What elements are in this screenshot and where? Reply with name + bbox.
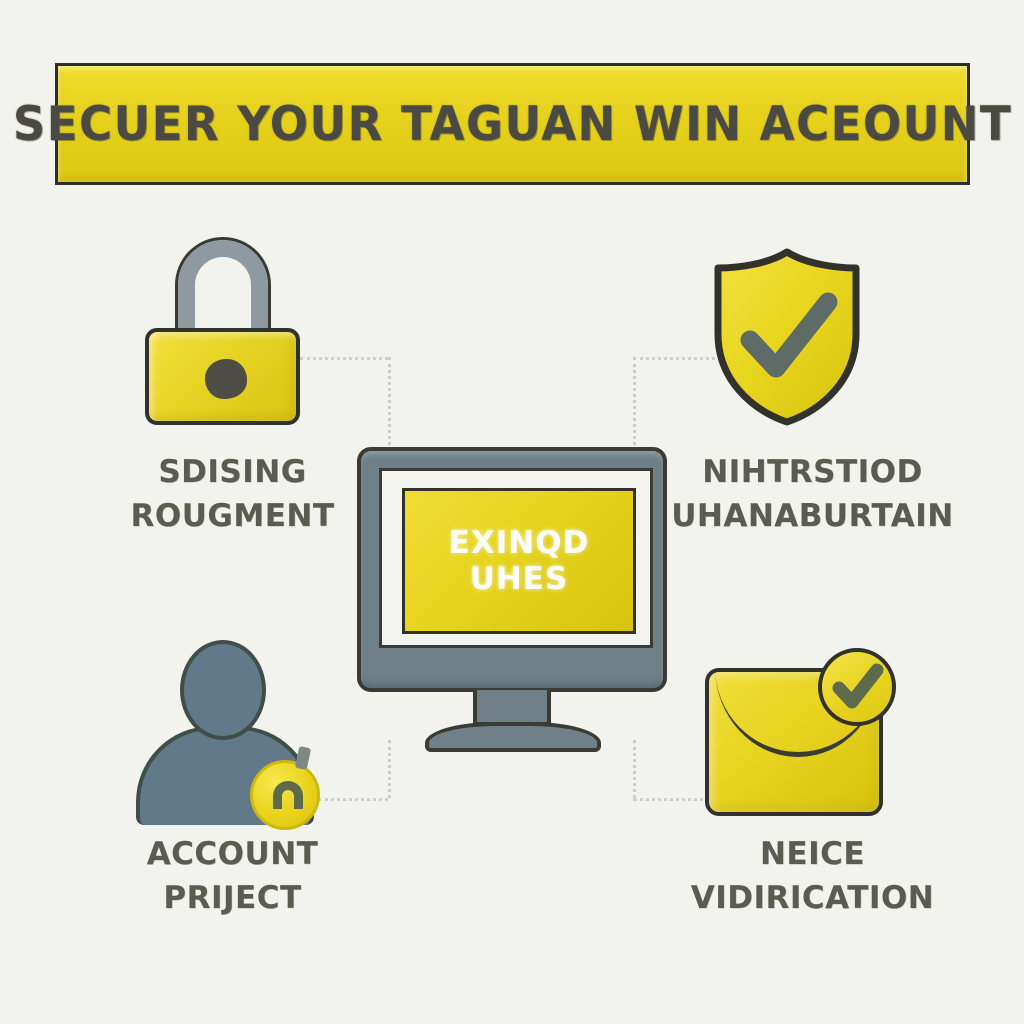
padlock-keyhole	[205, 359, 247, 399]
label-top-right: NIHTRSTIOD UHANABURTAIN	[671, 454, 954, 534]
shield-body	[714, 248, 860, 426]
envelope-check-badge	[818, 648, 896, 726]
label-bottom-right: NEICE VIDIRICATION	[690, 836, 935, 916]
envelope-check-icon	[705, 648, 896, 818]
title-banner: SECUER YOUR TAGUAN WIN ACEOUNT	[13, 63, 1011, 185]
label-top-left: SDISING ROUGMENT	[130, 454, 335, 534]
key-tail	[294, 745, 312, 771]
monitor-icon: EXINQD UHES	[357, 447, 667, 752]
avatar-head	[180, 640, 266, 740]
monitor-screen-text: EXINQD UHES	[448, 525, 590, 597]
check-mark-icon	[740, 292, 838, 378]
monitor-inner-frame: EXINQD UHES	[379, 468, 653, 648]
padlock-body	[145, 328, 300, 425]
monitor-bezel: EXINQD UHES	[357, 447, 667, 692]
label-bottom-left: ACCOUNT PRIJECT	[146, 836, 319, 916]
check-mark-icon	[832, 663, 884, 709]
padlock-icon	[145, 240, 300, 425]
monitor-neck	[473, 690, 551, 726]
lock-badge-icon	[250, 745, 320, 830]
monitor-base	[425, 722, 601, 752]
shield-check-icon	[708, 248, 866, 426]
envelope-flap	[709, 672, 879, 766]
envelope-body	[705, 668, 883, 816]
monitor-screen: EXINQD UHES	[402, 488, 636, 634]
mini-lock-shackle	[273, 781, 303, 809]
page-title: SECUER YOUR TAGUAN WIN ACEOUNT	[12, 96, 1013, 152]
user-lock-icon	[136, 640, 331, 830]
